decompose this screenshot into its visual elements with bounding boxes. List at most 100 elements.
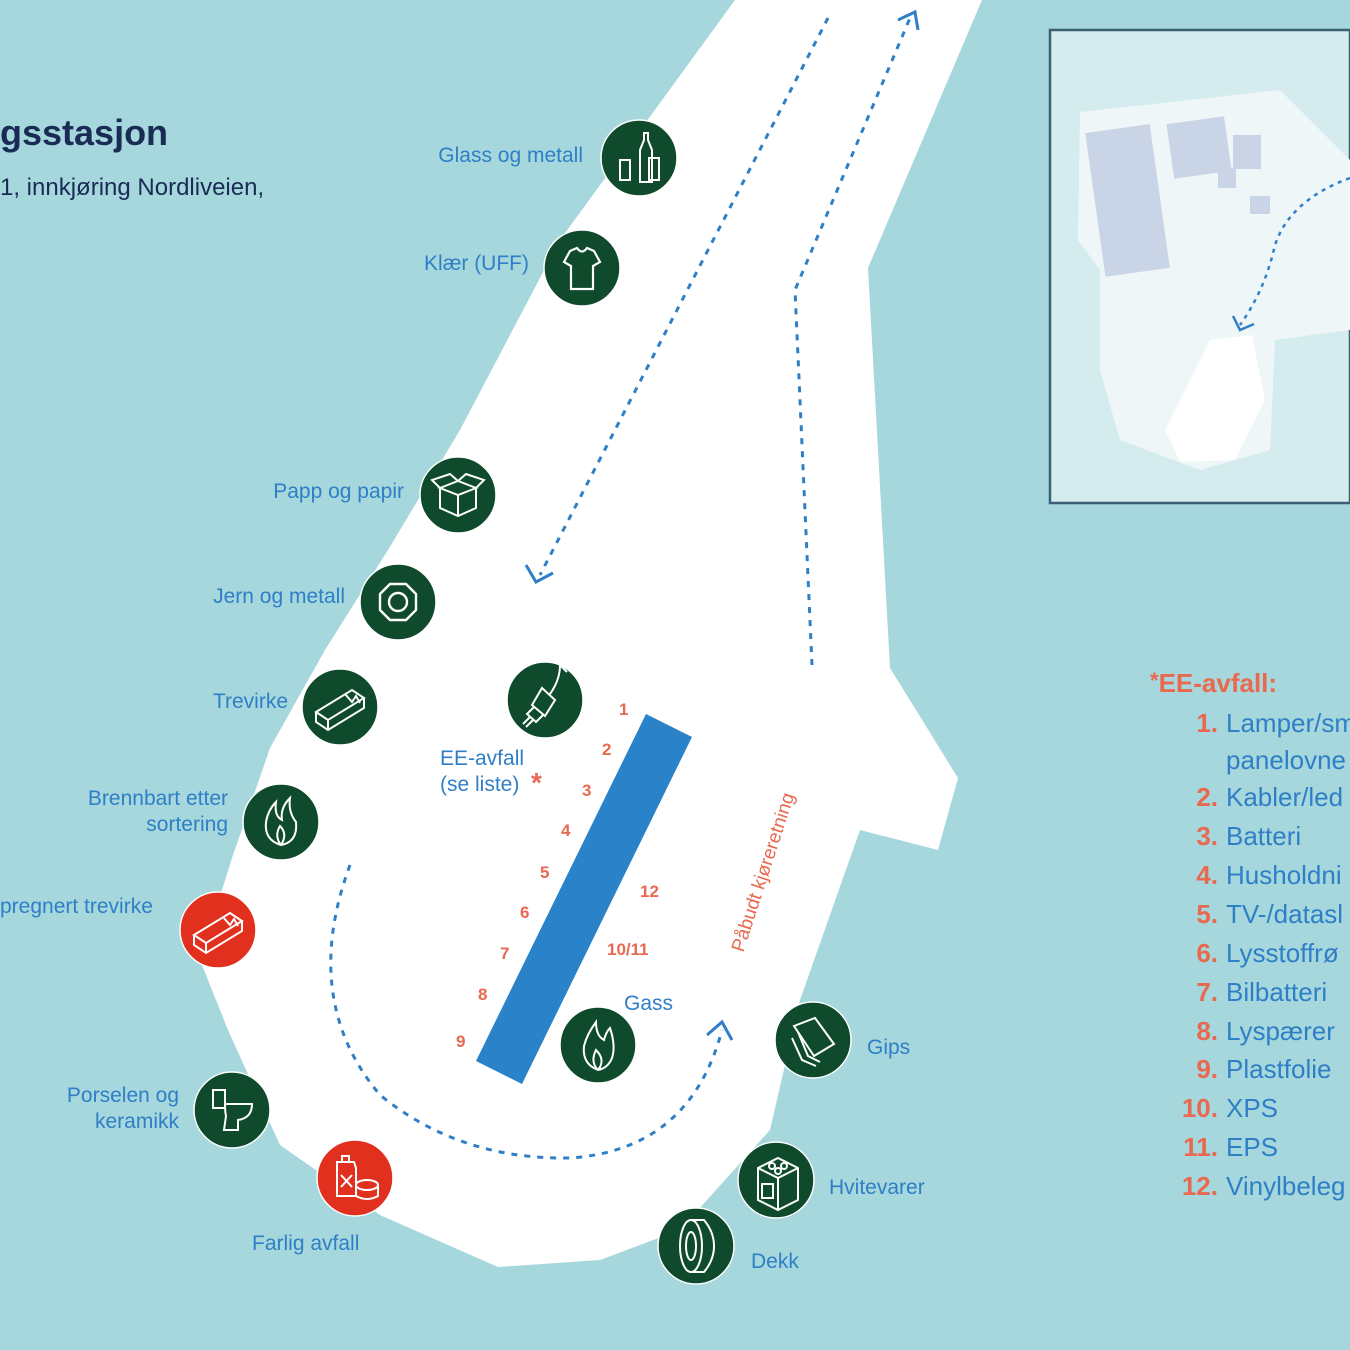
ee-list-title: EE-avfall: [1158, 668, 1278, 698]
ee-item-text: EPS [1226, 1132, 1279, 1162]
ee-asterisk: * [531, 767, 542, 798]
station-gips[interactable] [774, 1001, 852, 1079]
station-area [200, 0, 982, 1267]
station-brennbart[interactable] [242, 783, 320, 861]
bay-number: 6 [520, 903, 530, 922]
ee-item-number: 2. [1196, 782, 1218, 812]
box-icon [430, 472, 486, 518]
station-hvitevarer[interactable] [737, 1141, 815, 1219]
ee-item-number: 1. [1196, 708, 1218, 738]
bay-number: 9 [456, 1032, 466, 1051]
bay-number: 3 [582, 781, 592, 800]
ee-item-number: 6. [1196, 938, 1218, 968]
label-ee-line2: (se liste) [440, 773, 520, 796]
ee-list-item: 1.Lamper/sm [1160, 708, 1350, 738]
bay-number: 2 [602, 740, 612, 759]
label-porselen-line1: Porselen og [66, 1084, 179, 1107]
label-klaer: Klær (UFF) [424, 252, 529, 275]
label-glass: Glass og metall [438, 144, 583, 167]
label-gips: Gips [867, 1036, 911, 1059]
ee-item-text: Lyspærer [1226, 1016, 1335, 1046]
station-porselen[interactable] [193, 1071, 271, 1149]
ee-item-text: XPS [1226, 1093, 1279, 1123]
nut-icon [378, 582, 418, 622]
label-gass: Gass [624, 992, 674, 1015]
ee-item-text: Plastfolie [1226, 1054, 1332, 1084]
station-papp[interactable] [419, 456, 497, 534]
inset-map [1048, 28, 1350, 505]
ee-list-item: 5. TV-/datasl [1160, 899, 1343, 929]
ee-item-text: Lysstoffrø [1226, 938, 1339, 968]
ee-list-item: 9. Plastfolie [1160, 1054, 1332, 1084]
station-gass[interactable] [559, 1006, 637, 1084]
wood-icon [314, 688, 366, 732]
ee-container [476, 714, 692, 1084]
ee-list-item: 4. Husholdni [1160, 860, 1342, 890]
page-subtitle: 1, innkjøring Nordliveien, [0, 174, 265, 201]
bottles-icon [619, 132, 660, 183]
label-dekk: Dekk [751, 1250, 799, 1273]
label-papp: Papp og papir [273, 480, 404, 503]
bay-number: 5 [540, 863, 550, 882]
station-klaer[interactable] [543, 229, 621, 307]
ee-item-text: Batteri [1226, 821, 1302, 851]
label-trevirke: Trevirke [212, 690, 288, 713]
label-porselen: Porselen og keramikk [67, 1083, 179, 1135]
station-dekk[interactable] [657, 1207, 735, 1285]
bay-number: 8 [478, 985, 488, 1004]
ee-list-item: 12. Vinylbeleg [1160, 1171, 1346, 1201]
tshirt-icon [562, 246, 602, 291]
ee-list-item: 10. XPS [1160, 1093, 1278, 1123]
ee-list-item-continuation: panelovne [1226, 745, 1346, 775]
ee-list-item: 2. Kabler/led [1160, 782, 1343, 812]
ee-item-number: 9. [1196, 1054, 1218, 1084]
ee-item-number: 3. [1196, 821, 1218, 851]
label-impregnert: pregnert trevirke [0, 895, 153, 918]
ee-item-number: 11. [1183, 1132, 1218, 1162]
ee-item-text: Vinylbeleg [1226, 1171, 1346, 1201]
ee-item-text: Bilbatteri [1226, 977, 1328, 1007]
canister-icon [336, 1155, 379, 1200]
station-jern[interactable] [359, 563, 437, 641]
bay-number: 1 [619, 700, 629, 719]
ee-list-item: 3. Batteri [1160, 821, 1301, 851]
label-ee: EE-avfall (se liste) [440, 746, 524, 798]
ee-item-text: Kabler/led [1226, 782, 1344, 812]
toilet-icon [212, 1089, 254, 1131]
label-brennbart-line2: sortering [146, 813, 228, 836]
bay-number: 4 [561, 821, 571, 840]
ee-list-item: 7. Bilbatteri [1160, 977, 1327, 1007]
stove-icon [757, 1156, 799, 1212]
label-porselen-line2: keramikk [94, 1110, 179, 1133]
ee-item-number: 7. [1196, 977, 1218, 1007]
ee-item-number: 5. [1196, 899, 1218, 929]
ee-list-item: 8. Lyspærer [1160, 1016, 1335, 1046]
station-ee[interactable] [506, 661, 584, 739]
gas-flame-icon [582, 1019, 615, 1072]
station-farlig[interactable] [316, 1139, 394, 1217]
ee-item-number: 10. [1181, 1093, 1218, 1123]
label-farlig: Farlig avfall [252, 1232, 360, 1255]
bay-number: 10/11 [607, 940, 649, 959]
ee-item-text: Husholdni [1226, 860, 1342, 890]
plug-icon [522, 662, 568, 728]
label-ee-line1: EE-avfall [440, 747, 525, 770]
ee-list-item: 11. EPS [1160, 1132, 1278, 1162]
bay-number: 7 [500, 944, 510, 963]
route-arrows [329, 17, 912, 1160]
ee-item-number: 8. [1196, 1016, 1218, 1046]
tire-icon [679, 1219, 716, 1273]
ee-item-number: 4. [1196, 860, 1218, 890]
plasterboard-icon [791, 1016, 836, 1067]
ee-item-text: TV-/datasl [1226, 899, 1344, 929]
station-impregnert[interactable] [179, 891, 257, 969]
station-trevirke[interactable] [301, 668, 379, 746]
ee-list-heading: *EE-avfall: [1150, 668, 1277, 699]
label-jern: Jern og metall [213, 585, 345, 608]
station-glass[interactable] [600, 119, 678, 197]
page-title: gsstasjon [0, 112, 169, 153]
ee-item-number: 12. [1181, 1171, 1218, 1201]
bay-number: 12 [640, 882, 659, 901]
wood-hazard-icon [192, 911, 244, 955]
